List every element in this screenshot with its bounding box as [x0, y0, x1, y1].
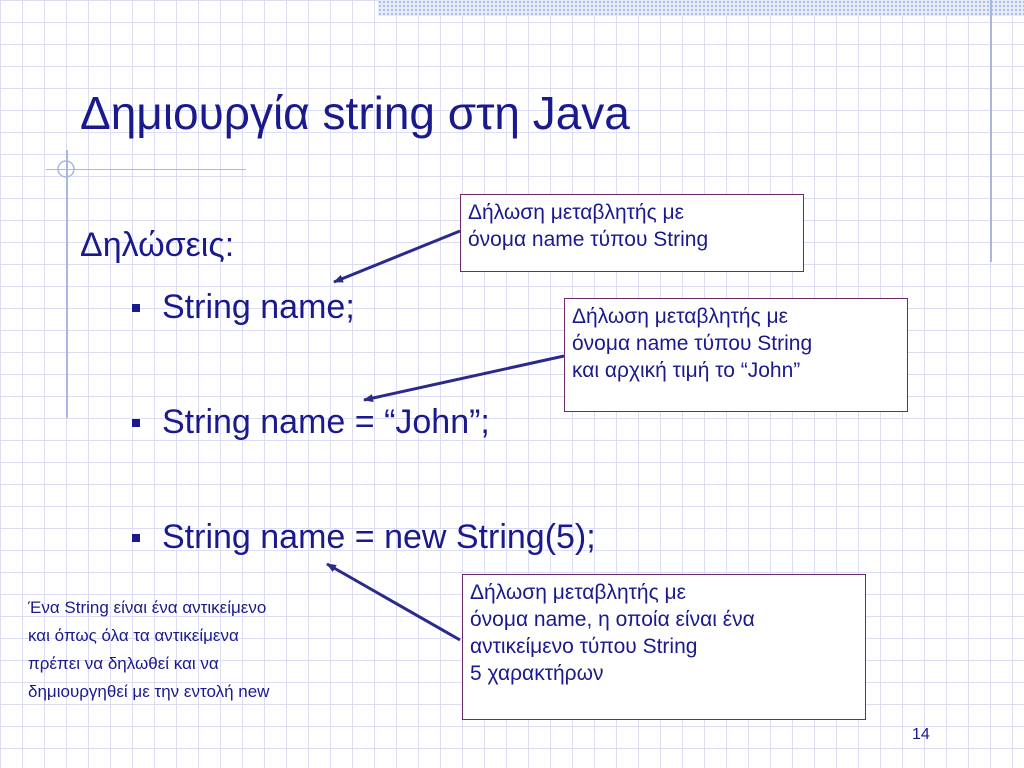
callout-line: όνομα name τύπου String [468, 228, 709, 251]
bullet-item-3: String name = new String(5); [132, 518, 596, 557]
callout-line: όνομα name, η οποία είναι ένα [470, 608, 755, 631]
bullet-text: String name; [162, 288, 355, 326]
bullet-text: String name = “John”; [162, 403, 490, 441]
bullet-item-1: String name; [132, 288, 355, 327]
callout-line: Δήλωση μεταβλητής με [470, 581, 687, 604]
square-bullet-icon [132, 303, 140, 312]
callout-initialization: Δήλωση μεταβλητής με όνομα name τύπου St… [564, 298, 908, 412]
corner-circle-icon [57, 160, 75, 178]
top-decorative-band [378, 0, 1024, 16]
callout-declaration: Δήλωση μεταβλητής με όνομα name τύπου St… [460, 194, 804, 272]
square-bullet-icon [132, 418, 140, 427]
callout-new-object: Δήλωση μεταβλητής με όνομα name, η οποία… [462, 574, 866, 720]
callout-line: 5 χαρακτήρων [470, 662, 604, 685]
side-note: Ένα String είναι ένα αντικείμενο και όπω… [28, 594, 269, 706]
title-underline-rule [46, 169, 246, 170]
left-decorative-rule [66, 150, 68, 418]
callout-line: Δήλωση μεταβλητής με [468, 201, 685, 224]
side-note-line: και όπως όλα τα αντικείμενα [28, 626, 239, 645]
slide-title: Δημιουργία string στη Java [80, 87, 630, 139]
right-decorative-rule [990, 0, 992, 262]
side-note-line: Ένα String είναι ένα αντικείμενο [28, 598, 267, 617]
square-bullet-icon [132, 533, 140, 542]
side-note-line: πρέπει να δηλωθεί και να [28, 654, 219, 673]
arrow-line-3 [326, 562, 461, 642]
bullet-text: String name = new String(5); [162, 518, 596, 556]
callout-line: και αρχική τιμή το “John” [572, 359, 801, 382]
callout-line: Δήλωση μεταβλητής με [572, 305, 789, 328]
callout-line: όνομα name τύπου String [572, 332, 813, 355]
side-note-line: δημιουργηθεί με την εντολή new [28, 682, 270, 701]
callout-line: αντικείμενο τύπου String [470, 635, 698, 658]
declarations-heading: Δηλώσεις: [80, 226, 235, 264]
page-number: 14 [912, 726, 930, 743]
bullet-item-2: String name = “John”; [132, 403, 490, 442]
arrow-line-2 [363, 354, 565, 402]
arrow-line-1 [333, 229, 461, 284]
